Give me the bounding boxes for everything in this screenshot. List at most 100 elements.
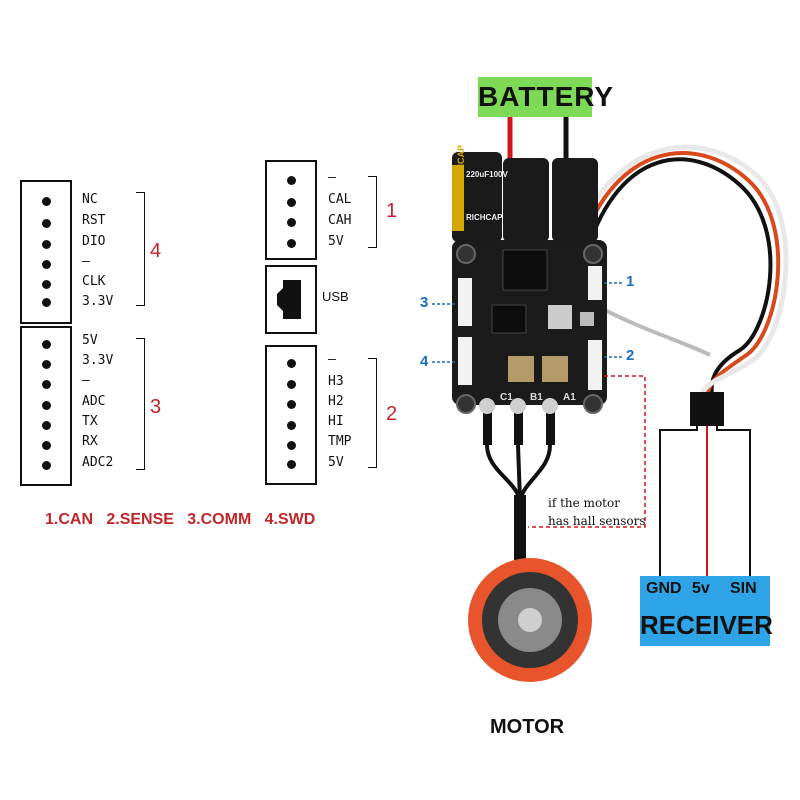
receiver-pin-5v: 5v bbox=[692, 580, 710, 597]
pin-dot bbox=[287, 380, 296, 389]
pin-dot bbox=[42, 280, 51, 289]
board-marker-4: 4 bbox=[420, 353, 429, 370]
pin-dot bbox=[42, 360, 51, 369]
pin-dot bbox=[42, 298, 51, 307]
pin-dot bbox=[287, 441, 296, 450]
sense-number: 2 bbox=[386, 403, 398, 425]
can-bracket bbox=[368, 176, 377, 248]
hall-note-line1: if the motor bbox=[548, 496, 620, 510]
pin-dot bbox=[42, 219, 51, 228]
can-number: 1 bbox=[386, 200, 398, 222]
esc-board bbox=[452, 240, 607, 405]
usb-connector-icon bbox=[277, 280, 301, 319]
swd-pin-label: 3.3V bbox=[82, 294, 114, 309]
phase-label: C1 bbox=[500, 392, 513, 403]
comm-bracket bbox=[136, 338, 145, 470]
pin-dot bbox=[42, 340, 51, 349]
swd-number: 4 bbox=[150, 240, 162, 262]
comm-pin-label: 3.3V bbox=[82, 353, 114, 368]
pin-dot bbox=[42, 421, 51, 430]
capacitor bbox=[552, 158, 598, 242]
comm-pin-label: – bbox=[82, 373, 90, 388]
sense-pin-label: H3 bbox=[328, 374, 344, 389]
receiver-box: GND 5v SIN RECEIVER bbox=[640, 576, 773, 646]
can-pin-label: – bbox=[328, 170, 336, 185]
can-pin-label: CAH bbox=[328, 213, 352, 228]
can-pin-label: 5V bbox=[328, 234, 344, 249]
phase-lead bbox=[546, 405, 555, 445]
sense-pin-label: H2 bbox=[328, 394, 344, 409]
pin-dot bbox=[42, 380, 51, 389]
motor-wire bbox=[485, 444, 522, 501]
phase-terminal bbox=[479, 398, 495, 414]
pin-dot bbox=[287, 400, 296, 409]
sense-pin-label: TMP bbox=[328, 434, 352, 449]
pin-dot bbox=[287, 218, 296, 227]
comm-pin-label: TX bbox=[82, 414, 98, 429]
phase-terminal bbox=[510, 398, 526, 414]
servo-plug bbox=[690, 392, 724, 426]
pin-dot bbox=[287, 359, 296, 368]
sense-bracket bbox=[368, 358, 377, 468]
swd-bracket bbox=[136, 192, 145, 306]
board-marker-2: 2 bbox=[626, 347, 635, 364]
pin-dot bbox=[287, 421, 296, 430]
phase-label: B1 bbox=[530, 392, 543, 403]
sense-pin-label: 5V bbox=[328, 455, 344, 470]
connector-sense bbox=[588, 340, 602, 390]
phase-terminal bbox=[542, 398, 558, 414]
swd-pin-label: CLK bbox=[82, 274, 106, 289]
servo-cable-lower bbox=[589, 300, 711, 357]
capacitor bbox=[452, 152, 502, 242]
can-header bbox=[265, 160, 317, 260]
connector-swd bbox=[458, 337, 472, 385]
board-marker-3: 3 bbox=[420, 294, 429, 311]
motor-label: MOTOR bbox=[490, 716, 565, 738]
servo-cable-white bbox=[573, 144, 789, 396]
phase-label: A1 bbox=[563, 392, 576, 403]
receiver-gnd-wire bbox=[659, 426, 698, 578]
swd-pin-label: NC bbox=[82, 192, 98, 207]
mosfet bbox=[542, 356, 568, 382]
sense-header bbox=[265, 345, 317, 485]
usb-port bbox=[265, 265, 317, 334]
connector-can bbox=[588, 266, 602, 300]
swd-pin-label: – bbox=[82, 254, 90, 269]
comm-pin-label: ADC2 bbox=[82, 455, 114, 470]
mounting-hole bbox=[456, 244, 476, 264]
comm-header bbox=[20, 326, 72, 486]
microcontroller-chip bbox=[502, 249, 548, 291]
mounting-hole bbox=[456, 394, 476, 414]
comm-pin-label: ADC bbox=[82, 394, 106, 409]
servo-cable-red bbox=[580, 151, 781, 396]
motor-shaft bbox=[518, 608, 542, 632]
receiver-sin-wire bbox=[716, 426, 751, 578]
driver-chip bbox=[491, 304, 527, 334]
can-pin-label: CAL bbox=[328, 192, 352, 207]
usb-label: USB bbox=[322, 289, 349, 304]
swd-header bbox=[20, 180, 72, 324]
capacitor-text: RICHCAP bbox=[466, 213, 503, 222]
comm-pin-label: 5V bbox=[82, 333, 98, 348]
hall-note-line2: has hall sensors bbox=[548, 514, 646, 528]
receiver-pin-gnd: GND bbox=[646, 580, 682, 597]
capacitor-text: 220uF100V bbox=[466, 170, 508, 179]
pin-dot bbox=[287, 239, 296, 248]
pin-dot bbox=[42, 461, 51, 470]
swd-pin-label: RST bbox=[82, 213, 106, 228]
inductor bbox=[548, 305, 572, 329]
phase-lead bbox=[483, 405, 492, 445]
receiver-title: RECEIVER bbox=[640, 610, 773, 640]
pin-dot bbox=[287, 176, 296, 185]
usb-connector bbox=[580, 312, 594, 326]
pin-dot bbox=[42, 260, 51, 269]
swd-pin-label: DIO bbox=[82, 234, 106, 249]
connector-legend: 1.CAN 2.SENSE 3.COMM 4.SWD bbox=[45, 511, 316, 528]
receiver-pin-sin: SIN bbox=[730, 580, 757, 597]
battery-label: BATTERY bbox=[478, 77, 613, 117]
servo-cable-black bbox=[586, 157, 773, 396]
pin-dot bbox=[42, 401, 51, 410]
comm-pin-label: RX bbox=[82, 434, 98, 449]
pin-dot bbox=[42, 240, 51, 249]
